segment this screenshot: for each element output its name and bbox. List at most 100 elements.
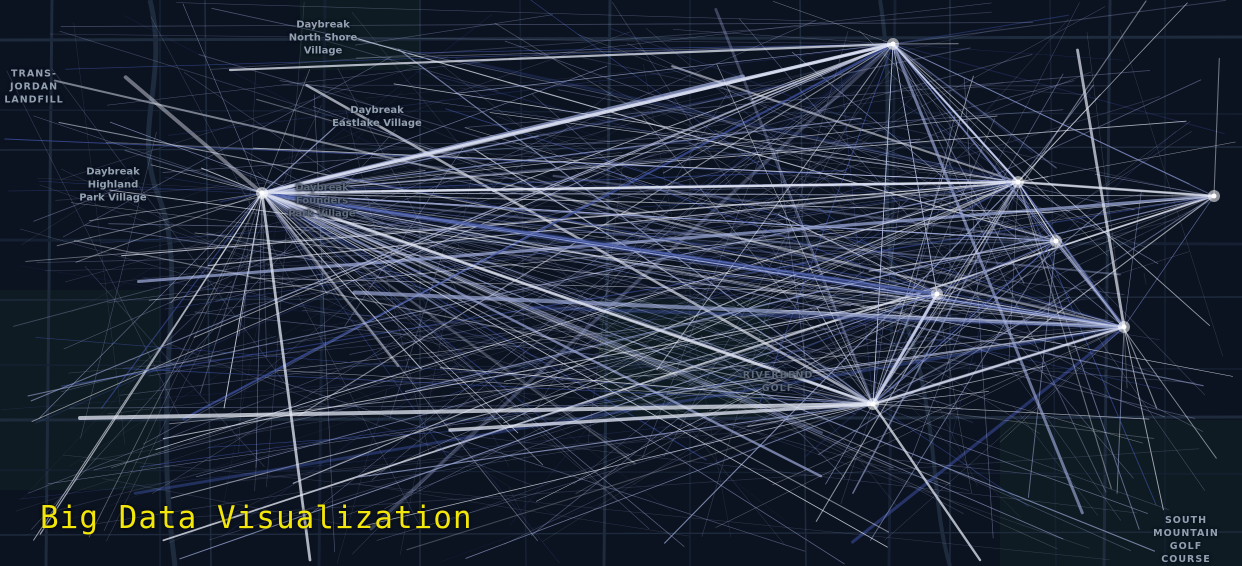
- flow-line: [85, 224, 505, 290]
- flow-line: [1016, 180, 1126, 329]
- flow-line: [872, 43, 894, 405]
- flow-line: [261, 152, 623, 194]
- flow-line: [261, 120, 1187, 194]
- flow-line: [892, 43, 1205, 491]
- flow-line: [892, 43, 932, 76]
- flow-line: [188, 300, 622, 442]
- flow-line: [261, 117, 862, 194]
- flow-line: [174, 140, 672, 512]
- flow-line: [404, 195, 1215, 392]
- flow-line: [55, 178, 309, 201]
- flow-line: [150, 164, 263, 194]
- flow-line: [456, 31, 631, 93]
- flow-line: [892, 43, 1057, 169]
- flow-line: [344, 140, 468, 327]
- flow-line: [892, 43, 1190, 185]
- flow-line: [151, 238, 558, 494]
- flow-line: [260, 191, 400, 368]
- flow-line: [1123, 191, 1142, 328]
- flow-line: [261, 192, 268, 358]
- flow-line: [183, 72, 483, 277]
- flow-corridor: [892, 43, 1019, 183]
- road-line: [0, 531, 1242, 536]
- flow-line: [872, 403, 1029, 507]
- flow-line: [109, 189, 1125, 328]
- flow-line: [143, 106, 767, 445]
- flow-line: [84, 265, 265, 468]
- flow-line: [261, 192, 1057, 242]
- flow-line: [715, 326, 1125, 528]
- flow-line: [1017, 181, 1057, 242]
- flow-line: [892, 43, 1057, 242]
- road-line: [0, 296, 1242, 301]
- flow-line: [427, 181, 1019, 359]
- road-line: [204, 0, 212, 566]
- flow-line: [821, 251, 1190, 369]
- flow-line: [737, 181, 1019, 306]
- flow-line: [261, 177, 518, 194]
- park-area: [1000, 420, 1242, 566]
- flow-line: [75, 192, 263, 263]
- flow-line: [489, 112, 1019, 183]
- flow-line: [261, 82, 1004, 194]
- flow-line: [260, 191, 939, 296]
- flow-line: [128, 359, 671, 407]
- road-line: [887, 0, 897, 566]
- flow-line: [946, 85, 1091, 96]
- flow-line: [683, 316, 874, 405]
- flow-line: [21, 174, 134, 246]
- flow-line: [610, 28, 1019, 183]
- flow-line: [357, 483, 690, 537]
- flow-corridor: [260, 42, 895, 195]
- flow-line: [573, 142, 976, 485]
- flow-line: [261, 192, 769, 194]
- flow-line: [210, 11, 992, 70]
- flow-corridor: [228, 42, 895, 72]
- flow-line: [365, 403, 874, 526]
- flow-line: [71, 164, 341, 313]
- flow-line: [264, 376, 806, 552]
- flow-line: [211, 7, 1135, 211]
- flow-line: [193, 43, 894, 338]
- flow-line: [925, 458, 1132, 552]
- flow-line: [494, 22, 938, 295]
- flow-line: [261, 192, 951, 485]
- flow-line: [349, 193, 1145, 355]
- flow-line: [1123, 326, 1164, 511]
- flow-line: [39, 184, 1090, 549]
- flow-line: [872, 403, 1169, 510]
- flow-line: [20, 228, 970, 491]
- flow-line: [59, 30, 1157, 375]
- flow-line: [503, 181, 1019, 424]
- flow-line: [261, 192, 422, 370]
- flow-line: [1123, 326, 1158, 409]
- flow-line: [261, 192, 1160, 340]
- flow-line: [872, 240, 1057, 405]
- flow-line: [300, 43, 894, 523]
- flow-line: [339, 195, 1215, 518]
- flow-line: [376, 362, 976, 541]
- flow-line: [351, 12, 785, 545]
- flow-line: [124, 281, 232, 382]
- flow-line: [645, 27, 885, 230]
- flow-line: [223, 192, 263, 409]
- flow-line: [622, 372, 874, 405]
- flow-line: [260, 191, 823, 478]
- flow-line: [840, 189, 946, 504]
- flow-line: [476, 96, 1160, 306]
- flow-line: [88, 192, 263, 222]
- flow-line: [69, 102, 661, 467]
- flow-line: [238, 67, 256, 453]
- flow-line: [364, 72, 627, 99]
- hub-node-core: [1121, 324, 1127, 330]
- flow-line: [575, 293, 938, 494]
- flow-line: [439, 403, 874, 563]
- flow-line: [1017, 2, 1188, 183]
- flow-line: [738, 18, 1134, 479]
- flow-line: [393, 83, 1019, 183]
- flow-line: [354, 14, 553, 46]
- park-area: [300, 0, 420, 70]
- flow-line: [378, 213, 510, 467]
